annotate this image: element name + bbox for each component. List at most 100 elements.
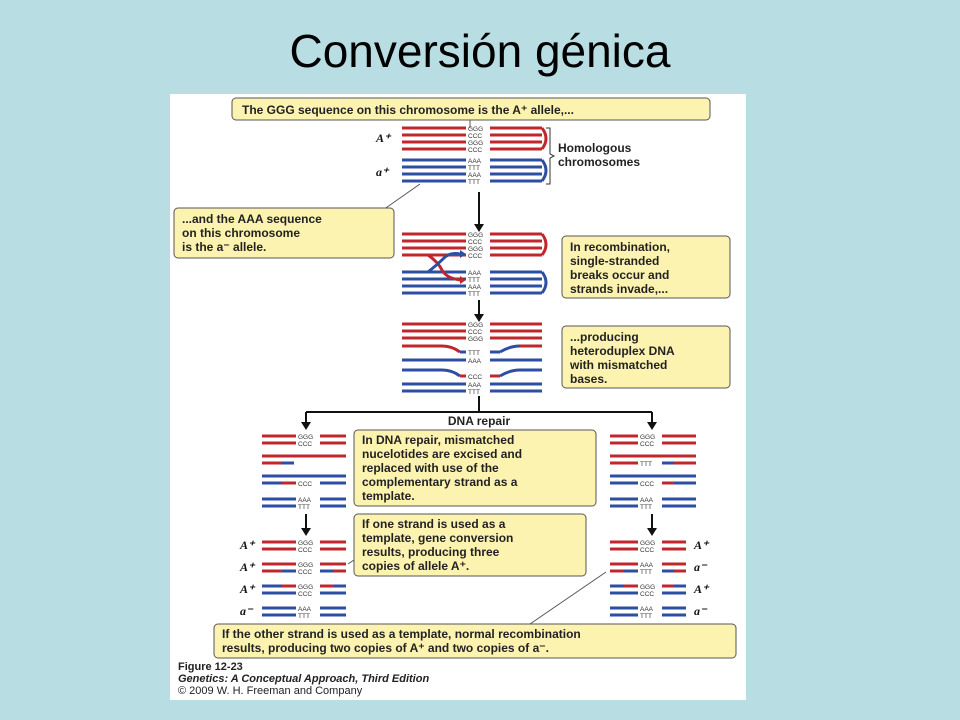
- svg-text:TTT: TTT: [298, 613, 310, 620]
- svg-text:a⁻: a⁻: [694, 560, 708, 574]
- svg-text:CCC: CCC: [468, 374, 482, 381]
- svg-text:CCC: CCC: [640, 591, 654, 598]
- svg-text:AAA: AAA: [468, 158, 482, 165]
- caption-copyright: © 2009 W. H. Freeman and Company: [178, 685, 363, 697]
- svg-text:replaced with use of the: replaced with use of the: [362, 461, 499, 475]
- callout-one-strand: If one strand is used as a template, gen…: [347, 513, 587, 577]
- svg-text:CCC: CCC: [640, 547, 654, 554]
- homologous-label-1: Homologous: [558, 141, 632, 155]
- stage-recombination: GGG CCC GGG CCC AAA TTT AAA TTT In recom…: [402, 232, 731, 299]
- svg-text:TTT: TTT: [640, 461, 652, 468]
- svg-text:CCC: CCC: [468, 329, 482, 336]
- svg-text:nucelotides are excised and: nucelotides are excised and: [362, 447, 522, 461]
- svg-text:on this chromosome: on this chromosome: [182, 226, 300, 240]
- svg-text:bases.: bases.: [570, 372, 607, 386]
- results-right: GGG CCC AAA TTT GGG CCC AAA TTT A⁺ a⁻ A⁺…: [610, 538, 710, 620]
- svg-text:breaks occur and: breaks occur and: [570, 268, 669, 282]
- svg-text:A⁺: A⁺: [239, 560, 256, 574]
- gene-conversion-diagram: The GGG sequence on this chromosome is t…: [173, 97, 737, 697]
- callout-top-text: The GGG sequence on this chromosome is t…: [242, 103, 574, 117]
- callout-top: The GGG sequence on this chromosome is t…: [231, 97, 711, 128]
- svg-text:CCC: CCC: [468, 239, 482, 246]
- svg-text:AAA: AAA: [468, 382, 482, 389]
- caption-book: Genetics: A Conceptual Approach, Third E…: [178, 673, 429, 685]
- svg-text:CCC: CCC: [298, 569, 312, 576]
- svg-text:AAA: AAA: [298, 606, 312, 613]
- svg-text:GGG: GGG: [298, 584, 313, 591]
- dna-repair-fork: DNA repair: [301, 396, 657, 430]
- homologous-label-2: chromosomes: [558, 155, 640, 169]
- svg-text:GGG: GGG: [468, 232, 483, 239]
- svg-text:CCC: CCC: [298, 547, 312, 554]
- svg-text:In recombination,: In recombination,: [570, 240, 670, 254]
- stage-homologous: A⁺ a⁺ GGG CCC GGG CCC AAA TTT AAA TTT Ho…: [375, 126, 640, 186]
- svg-text:TTT: TTT: [468, 277, 480, 284]
- svg-text:TTT: TTT: [468, 350, 480, 357]
- repair-left: GGG CCC CCC AAA TTT: [262, 434, 346, 511]
- svg-text:AAA: AAA: [640, 606, 654, 613]
- slide-title: Conversión génica: [289, 25, 671, 77]
- callout-aaa: ...and the AAA sequence on this chromoso…: [173, 183, 421, 259]
- svg-text:TTT: TTT: [640, 569, 652, 576]
- svg-text:TTT: TTT: [640, 613, 652, 620]
- svg-text:copies of allele A⁺.: copies of allele A⁺.: [362, 559, 469, 573]
- svg-text:template.: template.: [362, 489, 415, 503]
- svg-text:TTT: TTT: [468, 179, 480, 186]
- svg-text:CCC: CCC: [298, 481, 312, 488]
- svg-text:AAA: AAA: [468, 172, 482, 179]
- results-left: A⁺ A⁺ A⁺ a⁻ GGG CCC GGG CCC GGG CCC AAA …: [239, 538, 346, 620]
- svg-text:heteroduplex DNA: heteroduplex DNA: [570, 344, 675, 358]
- svg-text:complementary strand as a: complementary strand as a: [362, 475, 518, 489]
- svg-text:CCC: CCC: [468, 133, 482, 140]
- svg-text:A⁺: A⁺: [239, 538, 256, 552]
- svg-text:GGG: GGG: [468, 322, 483, 329]
- svg-text:GGG: GGG: [640, 584, 655, 591]
- callout-other-strand: If the other strand is used as a templat…: [213, 571, 737, 659]
- svg-text:TTT: TTT: [298, 504, 310, 511]
- svg-text:results, producing two copies: results, producing two copies of A⁺ and …: [222, 641, 549, 655]
- svg-text:If one strand is used as a: If one strand is used as a: [362, 517, 506, 531]
- label-A-plus: A⁺: [375, 131, 392, 145]
- svg-text:AAA: AAA: [468, 270, 482, 277]
- svg-text:results, producing three: results, producing three: [362, 545, 500, 559]
- svg-text:GGG: GGG: [640, 540, 655, 547]
- svg-text:TTT: TTT: [468, 389, 480, 396]
- svg-text:a⁻: a⁻: [240, 604, 254, 618]
- svg-text:strands invade,...: strands invade,...: [570, 282, 668, 296]
- svg-text:AAA: AAA: [640, 497, 654, 504]
- svg-text:...producing: ...producing: [570, 330, 639, 344]
- repair-right: GGG CCC TTT CCC AAA TTT: [610, 434, 696, 511]
- svg-text:CCC: CCC: [640, 481, 654, 488]
- svg-text:GGG: GGG: [468, 140, 483, 147]
- svg-text:a⁻: a⁻: [694, 604, 708, 618]
- svg-text:template, gene conversion: template, gene conversion: [362, 531, 513, 545]
- svg-text:TTT: TTT: [468, 165, 480, 172]
- svg-text:AAA: AAA: [468, 358, 482, 365]
- svg-text:CCC: CCC: [468, 147, 482, 154]
- svg-text:...and the AAA sequence: ...and the AAA sequence: [182, 212, 322, 226]
- svg-text:GGG: GGG: [640, 434, 655, 441]
- svg-text:TTT: TTT: [468, 291, 480, 298]
- svg-text:A⁺: A⁺: [693, 538, 710, 552]
- svg-text:GGG: GGG: [298, 434, 313, 441]
- svg-text:GGG: GGG: [468, 246, 483, 253]
- svg-text:TTT: TTT: [640, 504, 652, 511]
- svg-text:AAA: AAA: [298, 497, 312, 504]
- svg-text:GGG: GGG: [468, 126, 483, 133]
- svg-text:If the other strand is used as: If the other strand is used as a templat…: [222, 627, 581, 641]
- stage-heteroduplex: GGG CCC GGG TTT AAA CCC AAA TTT ...produ…: [402, 322, 731, 396]
- svg-text:CCC: CCC: [298, 441, 312, 448]
- figure-caption: Figure 12-23 Genetics: A Conceptual Appr…: [178, 661, 429, 697]
- svg-text:with mismatched: with mismatched: [569, 358, 667, 372]
- svg-text:CCC: CCC: [298, 591, 312, 598]
- svg-text:is the a⁻ allele.: is the a⁻ allele.: [182, 240, 266, 254]
- dna-repair-label: DNA repair: [448, 414, 511, 428]
- svg-text:GGG: GGG: [298, 540, 313, 547]
- svg-text:single-stranded: single-stranded: [570, 254, 659, 268]
- caption-figure: Figure 12-23: [178, 661, 243, 673]
- svg-text:AAA: AAA: [468, 284, 482, 291]
- svg-text:A⁺: A⁺: [239, 582, 256, 596]
- figure-panel: The GGG sequence on this chromosome is t…: [170, 94, 746, 700]
- svg-text:GGG: GGG: [298, 562, 313, 569]
- svg-text:CCC: CCC: [468, 253, 482, 260]
